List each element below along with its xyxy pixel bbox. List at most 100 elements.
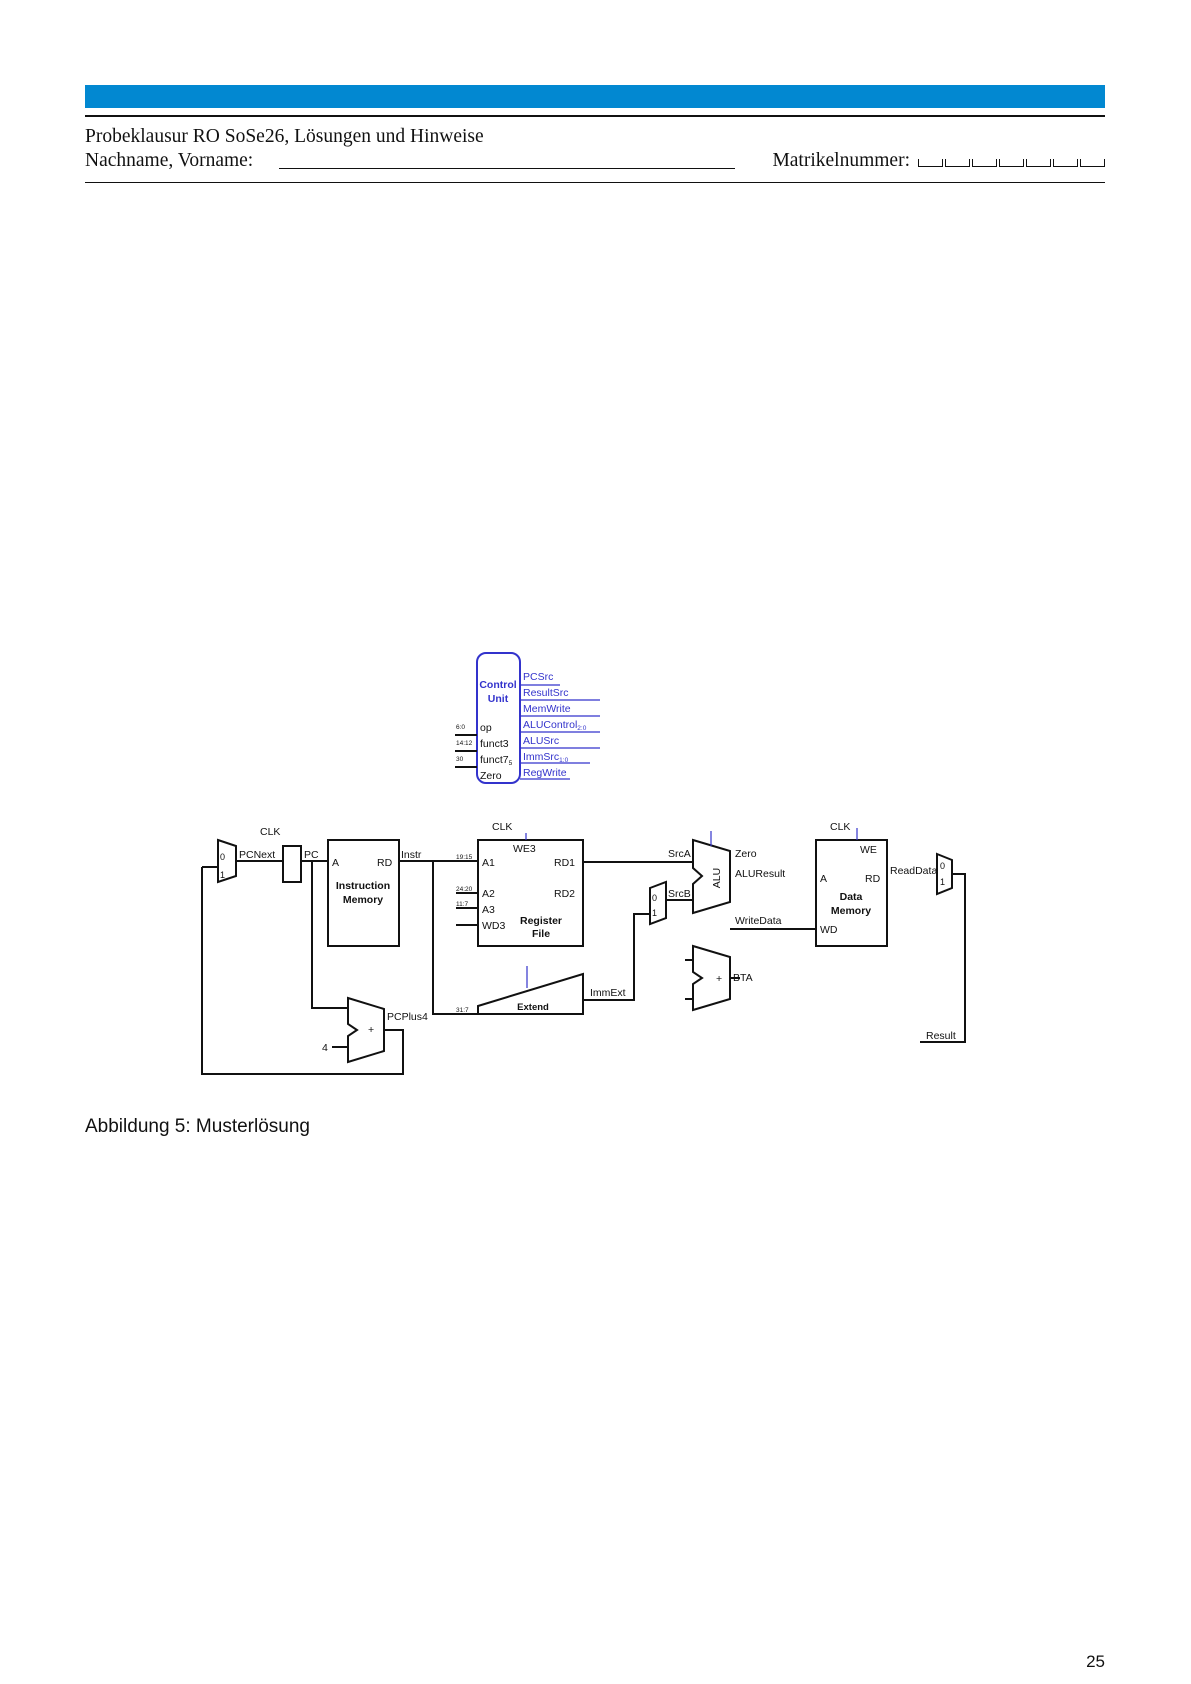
label-instr: Instr [401,849,422,861]
exam-title: Probeklausur RO SoSe26, Lösungen und Hin… [85,126,484,147]
matrikel-box[interactable] [1026,159,1051,167]
label-pcnext: PCNext [239,849,275,861]
label-rf-title-2: File [532,928,550,940]
instruction-memory-block [327,839,400,947]
label-pc: PC [304,849,319,861]
srcb-mux [649,880,667,926]
datapath-diagram: Control Unit PCSrc ResultSrc MemWrite AL… [201,652,966,1075]
bits-a2: 24:20 [456,886,473,893]
label-dm-title-2: Memory [831,905,871,917]
label-bta-plus: + [716,973,722,985]
signal-alucontrol-sub: 2:0 [577,725,586,732]
page-number: 25 [1086,1652,1105,1671]
matrikel-box[interactable] [1080,159,1105,167]
label-dm-a: A [820,873,827,885]
label-srcbmux-0: 0 [652,893,657,903]
name-label: Nachname, Vorname: [85,150,254,171]
label-dm-we: WE [860,844,877,856]
label-dm-rd: RD [865,873,881,885]
label-pcmux-0: 0 [220,852,225,862]
input-funct3: funct3 [480,738,509,750]
signal-immsrc-sub: 1:0 [559,757,568,764]
label-rf-rd1: RD1 [554,857,575,869]
label-aluresult: ALUResult [735,868,785,880]
label-pcplus4-plus: + [368,1024,374,1036]
extend-block [477,972,584,1015]
matrikel-box[interactable] [945,159,970,167]
label-zero: Zero [735,848,757,860]
label-rf-wd3: WD3 [482,920,505,932]
label-clk-rf: CLK [492,821,512,833]
label-bta: BTA [733,972,753,984]
alu-block [692,838,731,915]
bits-ext: 31:7 [456,1007,469,1014]
label-srcb: SrcB [668,888,691,900]
signal-regwrite: RegWrite [523,767,567,779]
label-dm-wd: WD [820,924,838,936]
signal-resultsrc: ResultSrc [523,687,569,699]
label-im-title-1: Instruction [336,880,390,892]
label-srcbmux-1: 1 [652,908,657,918]
control-unit-block [476,652,521,784]
label-readdata: ReadData [890,865,937,877]
label-result: Result [926,1030,956,1042]
datapath-wires [201,734,966,1075]
label-im-title-2: Memory [343,894,383,906]
label-writedata: WriteData [735,915,782,927]
input-op: op [480,722,492,734]
datapath-figure: Control Unit PCSrc ResultSrc MemWrite AL… [190,650,1010,1090]
matrikel-box[interactable] [918,159,943,167]
matrikel-label: Matrikelnummer: [772,150,910,171]
matrikel-box[interactable] [999,159,1024,167]
matrikel-field: Matrikelnummer: [772,150,1105,172]
label-clk-dm: CLK [830,821,850,833]
label-immext: ImmExt [590,987,626,999]
label-im-a: A [332,857,339,869]
label-const4: 4 [322,1042,328,1054]
control-unit-title-2: Unit [488,693,509,705]
bits-op: 6:0 [456,724,465,731]
label-extend: Extend [517,1002,549,1013]
label-pcmux-1: 1 [220,870,225,880]
pcplus4-adder [347,996,385,1064]
header-color-bar [85,85,1105,108]
label-clk-pc: CLK [260,826,280,838]
label-rf-a1: A1 [482,857,495,869]
result-mux [936,852,953,896]
signal-alusrc: ALUSrc [523,735,559,747]
signal-alucontrol: ALUControl2:0 [523,719,587,732]
input-funct7-label: funct7 [480,754,509,766]
name-field-line[interactable] [279,168,735,169]
figure-caption: Abbildung 5: Musterlösung [85,1116,310,1137]
signal-immsrc-label: ImmSrc [523,751,559,763]
input-funct7: funct75 [480,754,513,767]
matrikel-box[interactable] [1053,159,1078,167]
label-im-rd: RD [377,857,393,869]
input-funct7-sub: 5 [509,760,513,767]
bits-a3: 11:7 [456,901,469,908]
bits-a1: 19:15 [456,854,473,861]
label-rf-a3: A3 [482,904,495,916]
label-resultmux-0: 0 [940,861,945,871]
label-srca: SrcA [668,848,691,860]
bits-funct7: 30 [456,756,464,763]
matrikel-boxes[interactable] [916,159,1105,167]
label-rf-we3: WE3 [513,843,536,855]
signal-memwrite: MemWrite [523,703,571,715]
control-unit-title-1: Control [479,679,516,691]
input-zero: Zero [480,770,502,782]
header-rule [85,115,1105,117]
header-bottom-rule [85,182,1105,183]
signal-immsrc: ImmSrc1:0 [523,751,569,764]
pc-register [282,845,302,883]
label-rf-a2: A2 [482,888,495,900]
label-rf-rd2: RD2 [554,888,575,900]
label-pcplus4: PCPlus4 [387,1011,428,1023]
signal-pcsrc: PCSrc [523,671,553,683]
label-rf-title-1: Register [520,915,562,927]
signal-alucontrol-label: ALUControl [523,719,577,731]
bits-funct3: 14:12 [456,740,473,747]
label-resultmux-1: 1 [940,877,945,887]
control-signal-wires [520,684,858,988]
matrikel-box[interactable] [972,159,997,167]
